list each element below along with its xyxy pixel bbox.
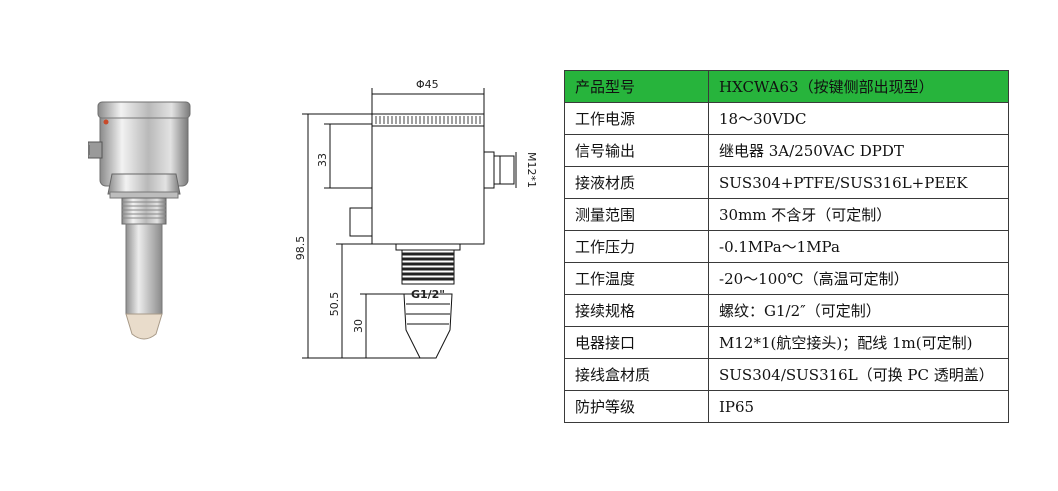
header-value: HXCWA63（按键侧部出现型） xyxy=(708,70,1009,103)
row-key: 工作电源 xyxy=(564,102,709,135)
row-value: 继电器 3A/250VAC DPDT xyxy=(708,134,1009,167)
table-header-row: 产品型号 HXCWA63（按键侧部出现型） xyxy=(564,70,1009,103)
row-key: 测量范围 xyxy=(564,198,709,231)
row-value: 螺纹：G1/2″（可定制） xyxy=(708,294,1009,327)
housing-lid xyxy=(371,113,485,127)
row-value: -20～100℃（高温可定制） xyxy=(708,262,1009,295)
row-value: SUS304+PTFE/SUS316L+PEEK xyxy=(708,166,1009,199)
head-screw xyxy=(103,119,109,125)
table-row: 信号输出继电器 3A/250VAC DPDT xyxy=(564,134,1009,167)
table-row: 接续规格螺纹：G1/2″（可定制） xyxy=(564,294,1009,327)
row-value: IP65 xyxy=(708,390,1009,423)
thread-outline xyxy=(401,249,455,285)
connector-label: M12*1 xyxy=(525,152,538,188)
product-photo xyxy=(88,101,191,340)
row-key: 接线盒材质 xyxy=(564,358,709,391)
probe-height-label: 30 xyxy=(352,319,365,333)
table-row: 工作温度-20～100℃（高温可定制） xyxy=(564,262,1009,295)
connector-outline xyxy=(483,151,495,189)
header-key: 产品型号 xyxy=(564,70,709,103)
thread-label: G1/2" xyxy=(411,288,445,301)
table-row: 工作压力-0.1MPa～1MPa xyxy=(564,230,1009,263)
row-value: M12*1(航空接头)；配线 1m(可定制) xyxy=(708,326,1009,359)
row-key: 信号输出 xyxy=(564,134,709,167)
row-value: -0.1MPa～1MPa xyxy=(708,230,1009,263)
head-lid xyxy=(97,101,191,119)
dimension-drawing: Φ45 M12*1 33 98.5 50.5 30 G1/2" xyxy=(294,78,538,359)
total-height-label: 98.5 xyxy=(294,236,307,261)
row-key: 工作压力 xyxy=(564,230,709,263)
probe-tip xyxy=(125,313,163,340)
diameter-label: Φ45 xyxy=(416,78,439,91)
height-33-label: 33 xyxy=(316,153,329,167)
row-value: SUS304/SUS316L（可换 PC 透明盖） xyxy=(708,358,1009,391)
probe-rod xyxy=(125,223,163,315)
housing-outline xyxy=(371,113,485,245)
lower-height-label: 50.5 xyxy=(328,292,341,317)
knurl-lines xyxy=(375,116,481,124)
hex-outline xyxy=(349,207,372,237)
row-key: 接续规格 xyxy=(564,294,709,327)
row-key: 工作温度 xyxy=(564,262,709,295)
m12-connector xyxy=(88,141,103,159)
row-value: 18～30VDC xyxy=(708,102,1009,135)
hex-nut xyxy=(107,173,181,195)
row-value: 30mm 不含牙（可定制） xyxy=(708,198,1009,231)
row-key: 接液材质 xyxy=(564,166,709,199)
row-key: 电器接口 xyxy=(564,326,709,359)
probe-outline xyxy=(403,293,453,359)
row-key: 防护等级 xyxy=(564,390,709,423)
